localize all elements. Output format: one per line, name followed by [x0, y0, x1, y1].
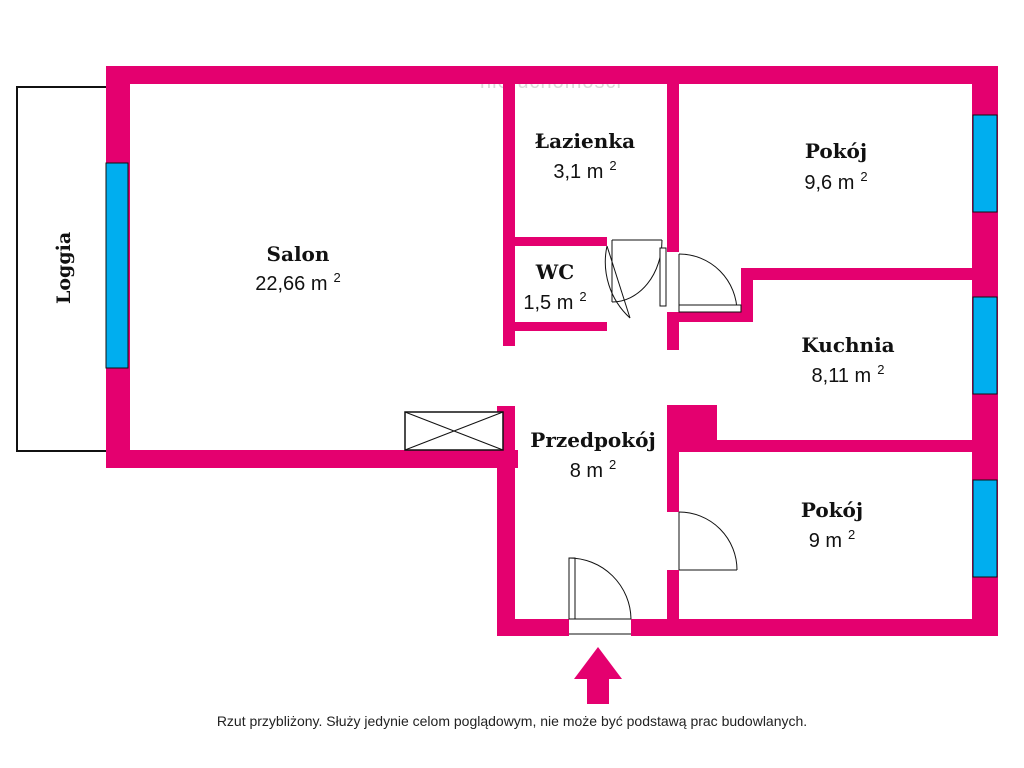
window-room2 [972, 479, 998, 578]
pokoj2-name: Pokój [801, 498, 863, 522]
wall-bottom-right [631, 619, 998, 636]
loggia: Loggia [16, 86, 106, 452]
loggia-label: Loggia [53, 232, 75, 304]
wall-top [106, 66, 998, 84]
przedpokoj-name: Przedpokój [530, 428, 655, 452]
wall-salon-bottom [106, 450, 518, 468]
wall-room1-corner [741, 268, 753, 322]
wall-room1-door-bottom [667, 312, 753, 322]
loggia-outline [16, 86, 106, 452]
window-kitchen [972, 296, 998, 395]
window-room1 [972, 114, 998, 213]
door-room2 [678, 511, 738, 571]
windows [105, 114, 998, 578]
wall-bathroom-right [667, 84, 679, 252]
wc-name: WC [535, 260, 574, 284]
wall-pillar [667, 405, 717, 440]
doors [568, 239, 742, 635]
door-entrance [568, 557, 632, 635]
wall-wc-jamb [598, 322, 607, 331]
wall-bathroom-left [503, 84, 515, 346]
wall-room2-left-lower [667, 570, 679, 636]
kuchnia-name: Kuchnia [801, 333, 894, 357]
wall-hall-left [497, 406, 515, 636]
wall-bottom-left [497, 619, 569, 636]
wall-room1-bottom [741, 268, 972, 280]
salon-name: Salon [267, 242, 330, 266]
ventilation-shaft [404, 411, 504, 451]
door-wc [604, 245, 631, 319]
door-room1 [678, 253, 742, 313]
wall-kitchen-bottom [667, 440, 972, 452]
lazienka-name: Łazienka [535, 129, 635, 153]
shaft-cross-b [404, 411, 504, 451]
wall-bath-wc [503, 237, 607, 246]
entrance-arrow-icon [574, 647, 622, 704]
pokoj1-name: Pokój [805, 139, 867, 163]
door-bathroom [611, 239, 667, 307]
wall-wc-bottom [503, 322, 607, 331]
window-salon [105, 162, 129, 369]
disclaimer: Rzut przybliżony. Służy jedynie celom po… [216, 713, 808, 729]
wall-room2-left-upper [667, 440, 679, 512]
